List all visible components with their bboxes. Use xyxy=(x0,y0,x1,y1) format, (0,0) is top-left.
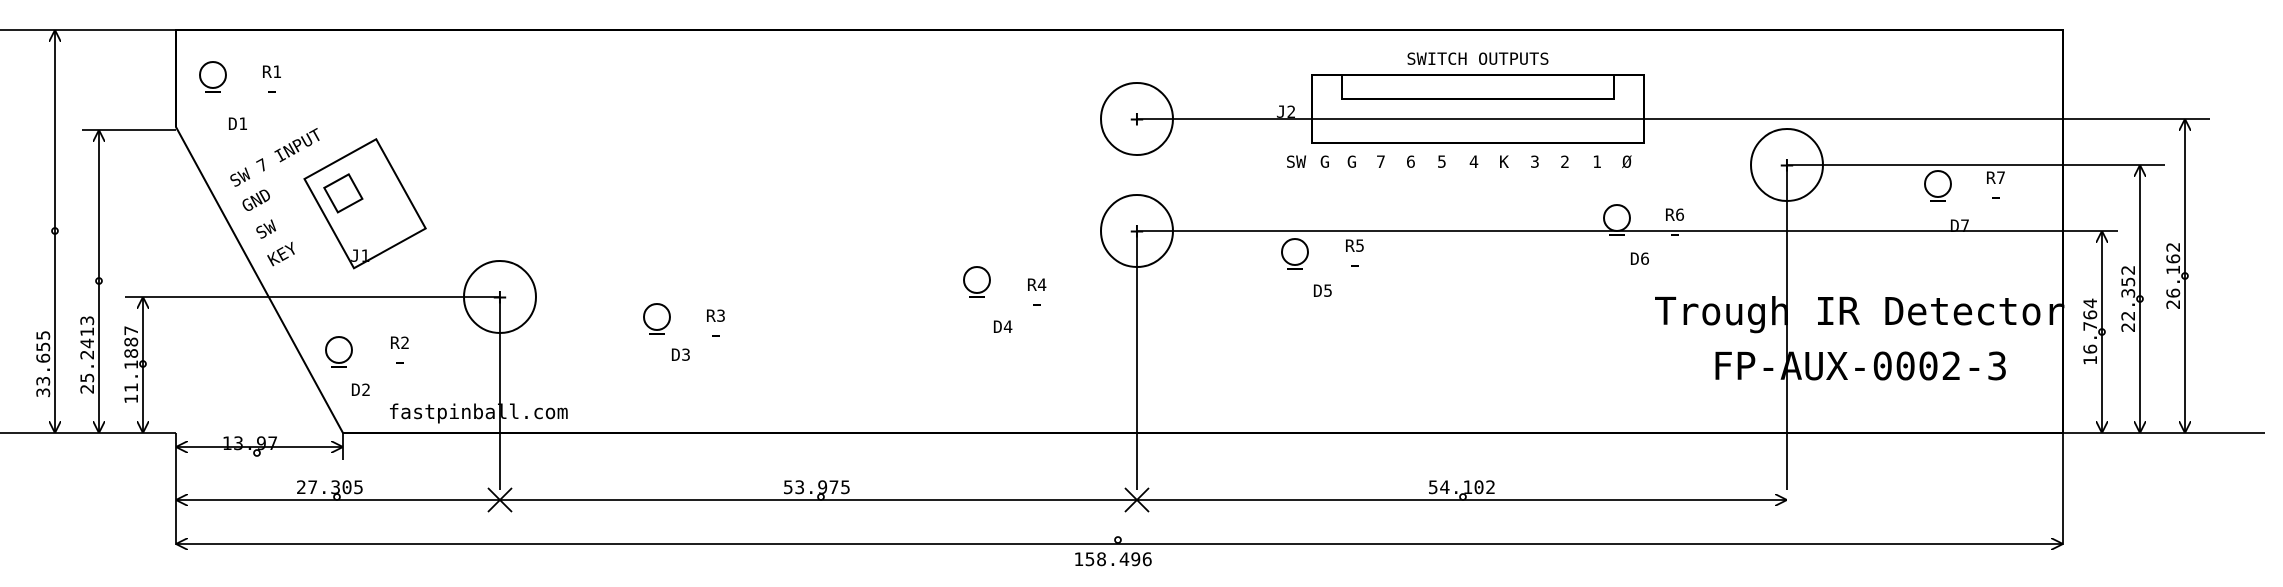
diode-1: D1 xyxy=(199,61,248,135)
j1-pin-gnd: GND xyxy=(239,185,276,217)
resistor-5: R5 xyxy=(1345,237,1365,267)
resistor-7: R7 xyxy=(1986,169,2006,199)
j2-pin-label: 1 xyxy=(1592,153,1602,173)
diode-5: D5 xyxy=(1281,238,1333,302)
board-part-number: FP-AUX-0002-3 xyxy=(1711,345,2008,389)
j2-pin-label: 3 xyxy=(1530,153,1540,173)
board-outline xyxy=(175,29,2064,434)
diode-label: D3 xyxy=(671,346,691,366)
diode-label: D1 xyxy=(228,115,248,135)
resistor-label: R3 xyxy=(706,307,726,327)
dim-13-97: 13.97 xyxy=(221,433,278,455)
dim-33-655: 33.655 xyxy=(33,330,55,399)
resistor-label: R2 xyxy=(390,334,410,354)
resistor-label: R1 xyxy=(262,63,282,83)
j2-pin-label: 2 xyxy=(1560,153,1570,173)
resistor-2: R2 xyxy=(390,334,410,364)
dim-16-764: 16.764 xyxy=(2080,298,2102,367)
dim-53-975: 53.975 xyxy=(783,477,852,499)
dimension-labels: 13.97 27.305 53.975 54.102 158.496 33.65… xyxy=(33,242,2185,571)
dim-11-1887: 11.1887 xyxy=(121,325,143,405)
diode-4: D4 xyxy=(963,266,1013,338)
resistor-4: R4 xyxy=(1027,276,1047,306)
j1-connector: J1 SW 7 INPUT GND SW KEY xyxy=(227,125,428,271)
resistor-1: R1 xyxy=(262,63,282,93)
dim-22-352: 22.352 xyxy=(2118,265,2140,334)
diode-6: D6 xyxy=(1603,204,1650,270)
mounting-holes: ++++ xyxy=(463,82,1824,334)
j2-pin-label: K xyxy=(1499,153,1510,173)
board-title: Trough IR Detector xyxy=(1654,290,2066,334)
extension-lines xyxy=(0,29,2265,545)
diode-7: D7 xyxy=(1924,170,1970,237)
dimension-lines xyxy=(52,30,2188,544)
dim-25-2413: 25.2413 xyxy=(77,315,99,395)
j2-pin-label: 6 xyxy=(1406,153,1416,173)
j1-pin-key: KEY xyxy=(265,239,302,271)
dim-158-496: 158.496 xyxy=(1073,549,1153,571)
j1-pin-sw: SW xyxy=(253,217,281,245)
diode-label: D2 xyxy=(351,381,371,401)
j2-pin-label: G xyxy=(1347,153,1357,173)
resistor-label: R5 xyxy=(1345,237,1365,257)
j2-ref: J2 xyxy=(1276,103,1296,123)
board-url: fastpinball.com xyxy=(388,400,569,424)
j2-pin-label: 7 xyxy=(1376,153,1386,173)
diode-label: D7 xyxy=(1950,217,1970,237)
j2-pin-label: G xyxy=(1320,153,1330,173)
j1-ref: J1 xyxy=(350,247,370,267)
resistor-6: R6 xyxy=(1665,206,1685,236)
dim-26-162: 26.162 xyxy=(2163,242,2185,311)
j2-pin-label: Ø xyxy=(1622,153,1632,173)
j2-pin-label: 4 xyxy=(1469,153,1479,173)
j2-pin-label: SW xyxy=(1286,153,1307,173)
resistor-3: R3 xyxy=(706,307,726,337)
diode-label: D6 xyxy=(1630,250,1650,270)
diode-2: D2 xyxy=(325,336,371,401)
j1-pin-sw7: SW 7 INPUT xyxy=(227,125,326,192)
j2-pin-label: 5 xyxy=(1437,153,1447,173)
j2-header-label: SWITCH OUTPUTS xyxy=(1406,50,1549,70)
resistor-label: R4 xyxy=(1027,276,1047,296)
dim-54-102: 54.102 xyxy=(1428,477,1497,499)
resistor-label: R6 xyxy=(1665,206,1685,226)
dim-27-305: 27.305 xyxy=(296,477,365,499)
diode-label: D5 xyxy=(1313,282,1333,302)
resistor-label: R7 xyxy=(1986,169,2006,189)
diode-label: D4 xyxy=(993,318,1013,338)
diode-3: D3 xyxy=(643,303,691,366)
